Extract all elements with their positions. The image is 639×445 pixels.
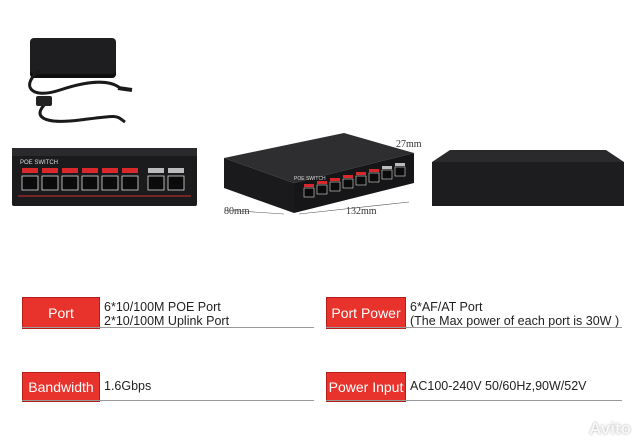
spec-value-port-line2: 2*10/100M Uplink Port bbox=[104, 314, 230, 328]
switch-front-view bbox=[12, 148, 197, 206]
power-cable-image bbox=[28, 68, 133, 124]
dimension-height: 27mm bbox=[396, 139, 422, 150]
front-label: POE SWITCH bbox=[20, 160, 59, 166]
spec-label-port-power: Port Power bbox=[326, 297, 406, 329]
spec-value-port-power-line1: 6*AF/AT Port bbox=[410, 300, 483, 314]
spec-value-port-line1: 6*10/100M POE Port bbox=[104, 300, 221, 314]
spec-value-bandwidth: 1.6Gbps bbox=[104, 379, 152, 393]
divider bbox=[22, 327, 314, 328]
spec-label-power-input: Power Input bbox=[326, 372, 406, 402]
spec-value-power-input: AC100-240V 50/60Hz,90W/52V bbox=[410, 379, 587, 393]
divider bbox=[22, 400, 314, 401]
switch-top-view bbox=[432, 150, 624, 206]
dimension-width: 132mm bbox=[346, 206, 377, 217]
spec-label-port: Port bbox=[22, 297, 100, 329]
divider bbox=[326, 327, 622, 328]
angled-front-label: POE SWITCH bbox=[294, 176, 326, 182]
dimension-lines bbox=[223, 201, 410, 215]
dimension-depth: 80mm bbox=[224, 206, 250, 217]
watermark-logo: Avito bbox=[589, 419, 631, 438]
spec-label-bandwidth: Bandwidth bbox=[22, 372, 100, 402]
divider bbox=[326, 400, 622, 401]
switch-angled-view bbox=[224, 133, 414, 213]
power-adapter-image bbox=[30, 38, 116, 78]
spec-value-port-power-line2: (The Max power of each port is 30W ) bbox=[410, 314, 620, 328]
